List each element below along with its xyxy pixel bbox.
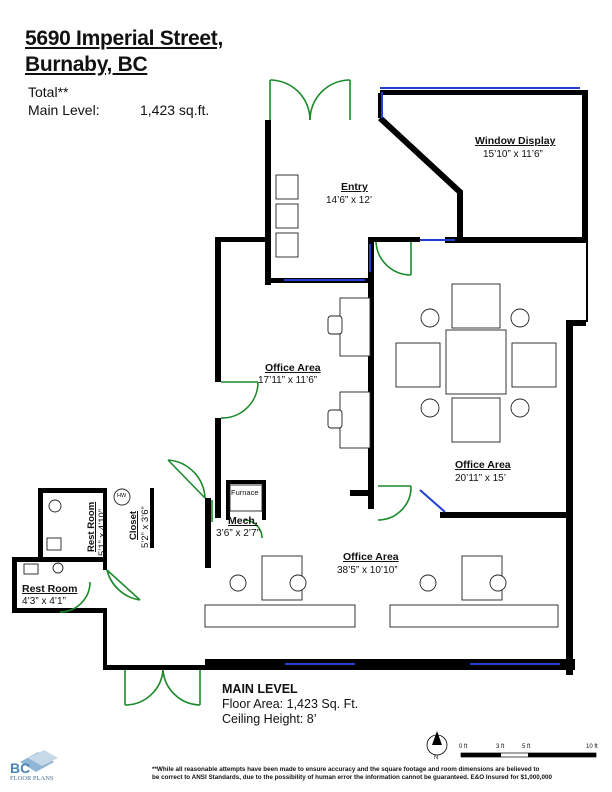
logo-bc-text: BC [10, 760, 31, 776]
disclaimer: **While all reasonable attempts have bee… [152, 766, 608, 782]
main-level-area: 1,423 sq.ft. [140, 102, 210, 118]
window-display-name: Window Display [475, 135, 556, 147]
office-area-1-name: Office Area [265, 362, 321, 374]
furniture [23, 174, 559, 628]
floor-area: Floor Area: 1,423 Sq. Ft. [222, 697, 359, 711]
office-area-2-name: Office Area [455, 459, 511, 471]
closet-dims: 5’2” x 3’6” [140, 506, 151, 548]
logo-subtitle: FLOOR PLANS [10, 775, 54, 782]
scale-tick-10: 10 ft [586, 744, 598, 750]
address-line-2: Burnaby, BC [25, 53, 148, 76]
closet-name: Closet [128, 510, 139, 540]
hot-water-tank [113, 488, 131, 506]
scale-tick-3: 3 ft [496, 744, 505, 750]
office-area-3-dims: 38’5” x 10’10” [337, 565, 398, 576]
disclaimer-line-1: **While all reasonable attempts have bee… [152, 766, 540, 773]
display-diagonal-wall [377, 115, 463, 237]
scale-tick-5: 5 ft [522, 744, 531, 750]
window-display-dims: 15’10” x 11’6” [483, 149, 543, 160]
hw-label: HW [117, 493, 127, 499]
scale-bar [460, 752, 597, 758]
north-label: N [434, 755, 439, 761]
scale-tick-0: 0 ft [459, 744, 468, 750]
mech-dims: 3’6” x 2’7” [216, 528, 260, 539]
level-title: MAIN LEVEL [222, 682, 298, 696]
mech-name: Mech. [228, 515, 258, 527]
entry-dims: 14’6” x 12’ [326, 195, 373, 206]
entry-name: Entry [341, 181, 368, 193]
ceiling-height: Ceiling Height: 8’ [222, 712, 317, 726]
rest-room-1-name: Rest Room [86, 501, 97, 552]
total-label: Total** [28, 84, 69, 100]
office-area-3-name: Office Area [343, 551, 399, 563]
doors [59, 79, 412, 706]
main-level-label: Main Level: [28, 102, 100, 118]
windows [284, 87, 580, 665]
office-area-2-dims: 20’11” x 15’ [455, 473, 506, 484]
rest-room-2-name: Rest Room [22, 583, 78, 595]
office-area-1-dims: 17’11” x 11’6” [258, 375, 318, 386]
north-arrow [426, 731, 448, 756]
bc-floor-plans-logo [20, 750, 58, 772]
address-line-1: 5690 Imperial Street, [25, 27, 223, 50]
rest-room-1-dims: 5’1” x 4’10” [97, 509, 108, 556]
disclaimer-line-2: be correct to ANSI Standards, due to the… [152, 774, 553, 781]
furnace-label: Furnace [231, 488, 259, 497]
rest-room-2-dims: 4’3” x 4’1” [22, 596, 66, 607]
